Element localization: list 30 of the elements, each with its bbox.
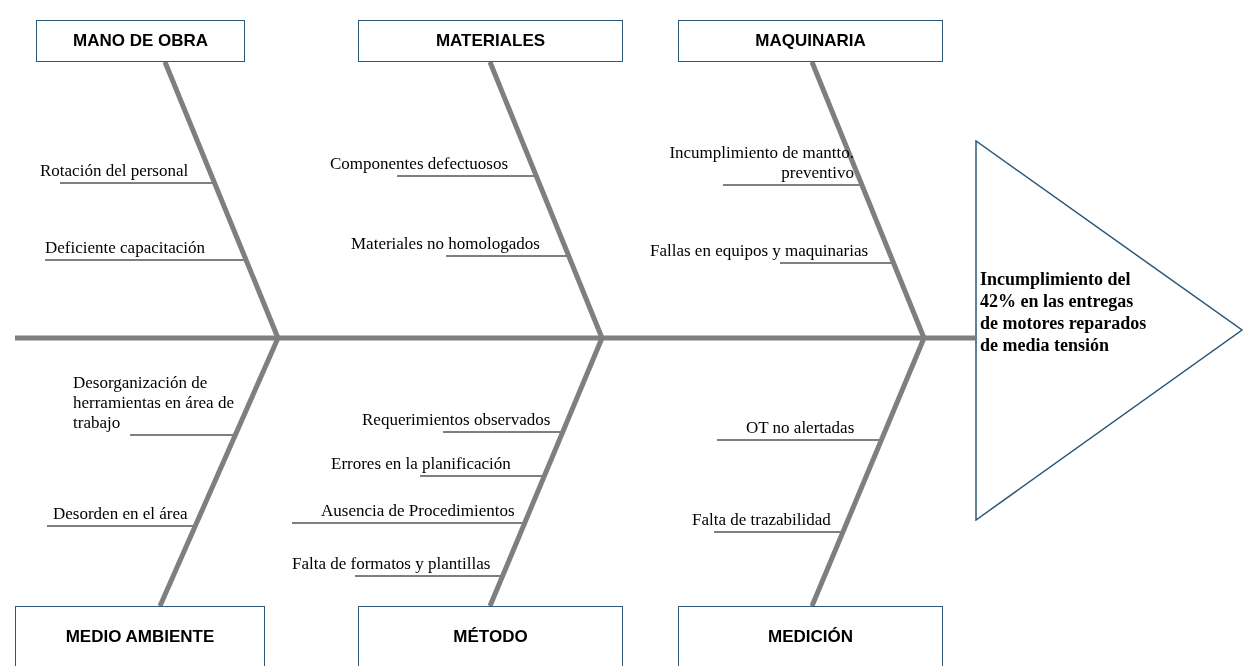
cause-label: Deficiente capacitación	[45, 238, 245, 258]
cause-line	[445, 61, 571, 257]
cause-label: Componentes defectuosos	[330, 154, 530, 174]
cause-label: Desorganización de herramientas en área de trabajo	[73, 373, 235, 433]
cause-label: Requerimientos observados	[362, 410, 567, 430]
cause-label: Incumplimiento de mantto. preventivo	[640, 143, 854, 183]
spine-line	[15, 335, 975, 341]
category-box: MEDICIÓN	[678, 606, 943, 666]
cause-label: Rotación del personal	[40, 161, 210, 181]
bone-line	[157, 337, 281, 607]
cause-line	[46, 525, 197, 607]
bone-line	[809, 61, 927, 339]
bone-line	[487, 337, 605, 607]
cause-label: OT no alertadas	[746, 418, 871, 438]
category-box: MÉTODO	[358, 606, 623, 666]
cause-label: Falta de formatos y plantillas	[292, 554, 507, 574]
category-box: MATERIALES	[358, 20, 623, 62]
cause-label: Falta de trazabilidad	[692, 510, 842, 530]
cause-label: Materiales no homologados	[351, 234, 566, 254]
bone-line	[487, 61, 605, 339]
bone-line	[162, 61, 281, 339]
cause-label: Errores en la planificación	[331, 454, 531, 474]
category-box: MAQUINARIA	[678, 20, 943, 62]
cause-label: Desorden en el área	[53, 504, 203, 524]
category-box: MANO DE OBRA	[36, 20, 245, 62]
effect-label: Incumplimiento del 42% en las entregas de motores reparados de media tensión	[980, 268, 1148, 356]
category-box: MEDIO AMBIENTE	[15, 606, 265, 666]
cause-label: Ausencia de Procedimientos	[321, 501, 531, 521]
cause-label: Fallas en equipos y maquinarias	[650, 241, 895, 261]
bone-line	[809, 337, 927, 607]
